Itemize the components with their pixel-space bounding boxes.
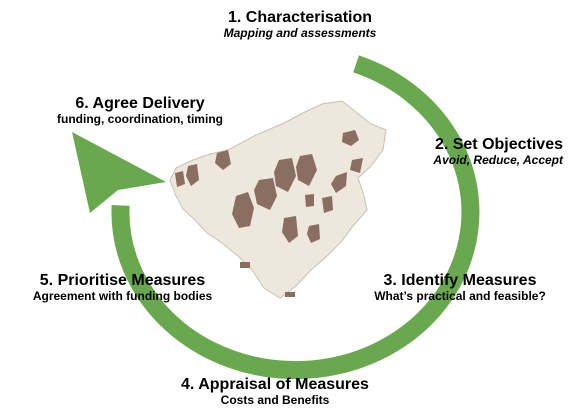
cycle-arrow bbox=[72, 55, 480, 380]
map-patch bbox=[342, 130, 359, 146]
step-1: 1. Characterisation Mapping and assessme… bbox=[210, 9, 390, 41]
step-5: 5. Prioritise Measures Agreement with fu… bbox=[5, 272, 240, 304]
map-patch bbox=[331, 172, 347, 193]
arrow-body bbox=[111, 55, 480, 380]
step-3: 3. Identify Measures What’s practical an… bbox=[355, 272, 565, 304]
step-6: 6. Agree Delivery funding, coordination,… bbox=[30, 95, 250, 127]
step-1-subtitle: Mapping and assessments bbox=[223, 26, 377, 41]
map-patch bbox=[350, 158, 363, 173]
arrow-head bbox=[72, 132, 166, 213]
map-region bbox=[169, 100, 387, 299]
map-patch bbox=[307, 224, 320, 243]
map-patch bbox=[305, 194, 314, 207]
map-patch bbox=[296, 154, 317, 186]
step-3-subtitle: What’s practical and feasible? bbox=[374, 289, 546, 304]
step-1-title: 1. Characterisation bbox=[227, 9, 373, 26]
step-2-subtitle: Avoid, Reduce, Accept bbox=[433, 153, 563, 168]
step-5-title: 5. Prioritise Measures bbox=[39, 272, 206, 289]
map-patch bbox=[240, 262, 250, 268]
map-patch bbox=[254, 178, 277, 210]
map-patch bbox=[186, 164, 199, 186]
step-4-subtitle: Costs and Benefits bbox=[220, 393, 330, 408]
map-patch bbox=[274, 158, 296, 192]
step-4: 4. Appraisal of Measures Costs and Benef… bbox=[145, 376, 405, 408]
step-5-subtitle: Agreement with funding bodies bbox=[32, 289, 213, 304]
step-2: 2. Set Objectives Avoid, Reduce, Accept bbox=[380, 136, 563, 168]
step-3-title: 3. Identify Measures bbox=[383, 272, 537, 289]
map-patch bbox=[232, 192, 254, 228]
step-4-title: 4. Appraisal of Measures bbox=[181, 376, 369, 393]
map-patch bbox=[285, 292, 295, 297]
map-patch bbox=[322, 196, 333, 213]
step-6-title: 6. Agree Delivery bbox=[75, 95, 205, 112]
map-patch bbox=[175, 171, 185, 187]
step-6-subtitle: funding, coordination, timing bbox=[57, 112, 223, 127]
map-patch bbox=[215, 150, 231, 170]
step-2-title: 2. Set Objectives bbox=[434, 136, 563, 153]
map-illustration bbox=[169, 100, 387, 299]
map-patch bbox=[282, 216, 298, 243]
